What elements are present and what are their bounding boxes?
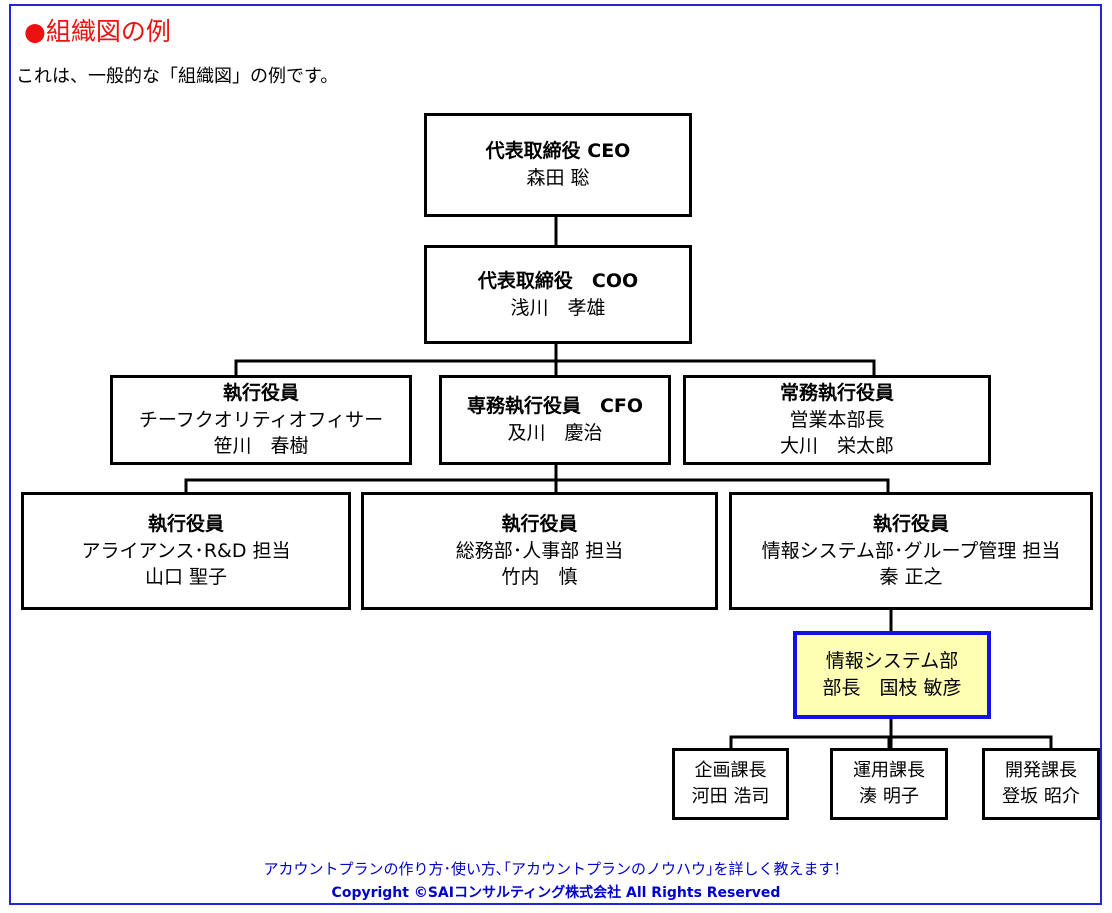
node-exec-sales: 常務執行役員 営業本部長 大川 栄太郎	[683, 375, 991, 465]
node-development-role: 開発課長	[1005, 760, 1077, 782]
node-ceo-title: 代表取締役 CEO	[485, 140, 631, 163]
node-exec-hr-name: 竹内 慎	[501, 566, 578, 589]
node-exec-hr-title: 執行役員	[501, 512, 578, 535]
node-exec-hr-role: 総務部･人事部 担当	[455, 539, 624, 562]
node-exec-cfo: 専務執行役員 CFO 及川 慶治	[439, 375, 671, 465]
node-exec-cfo-title: 専務執行役員 CFO	[466, 395, 644, 418]
intro-text: これは、一般的な「組織図」の例です。	[16, 66, 339, 87]
node-ceo: 代表取締役 CEO 森田 聡	[424, 113, 692, 217]
node-exec-sales-role: 営業本部長	[789, 408, 885, 431]
node-is-dept-name: 部長 国枝 敏彦	[822, 677, 962, 699]
node-exec-is: 執行役員 情報システム部･グループ管理 担当 秦 正之	[729, 492, 1093, 610]
node-exec-quality-title: 執行役員	[222, 381, 299, 404]
node-exec-hr: 執行役員 総務部･人事部 担当 竹内 慎	[361, 492, 718, 610]
node-ceo-name: 森田 聡	[526, 167, 590, 189]
node-exec-rd: 執行役員 アライアンス･R&D 担当 山口 聖子	[21, 492, 351, 610]
node-exec-is-name: 秦 正之	[879, 566, 943, 589]
node-exec-cfo-name: 及川 慶治	[507, 422, 603, 444]
node-exec-rd-title: 執行役員	[147, 512, 224, 535]
node-development: 開発課長 登坂 昭介	[982, 748, 1100, 820]
node-coo-name: 浅川 孝雄	[510, 296, 606, 319]
node-exec-is-title: 執行役員	[872, 512, 949, 535]
page-frame	[9, 4, 1102, 905]
node-exec-quality-name: 笹川 春樹	[213, 435, 309, 458]
node-is-dept: 情報システム部 部長 国枝 敏彦	[793, 631, 991, 719]
node-exec-quality: 執行役員 チーフクオリティオフィサー 笹川 春樹	[110, 375, 412, 465]
node-planning: 企画課長 河田 浩司	[672, 748, 789, 820]
node-exec-sales-title: 常務執行役員	[779, 381, 894, 404]
node-is-dept-role: 情報システム部	[825, 650, 959, 673]
node-coo-title: 代表取締役 COO	[477, 269, 639, 292]
node-exec-sales-name: 大川 栄太郎	[779, 435, 894, 458]
node-coo: 代表取締役 COO 浅川 孝雄	[424, 245, 692, 344]
node-exec-quality-role: チーフクオリティオフィサー	[138, 408, 384, 431]
node-operations: 運用課長 湊 明子	[830, 748, 948, 820]
node-operations-role: 運用課長	[853, 760, 925, 782]
footer-tagline: アカウントプランの作り方･使い方､｢アカウントプランのノウハウ｣を詳しく教えます…	[263, 860, 849, 878]
node-exec-rd-name: 山口 聖子	[144, 566, 228, 589]
node-exec-is-role: 情報システム部･グループ管理 担当	[761, 539, 1061, 562]
node-development-name: 登坂 昭介	[1002, 786, 1080, 807]
footer-copyright: Copyright ©SAIコンサルティング株式会社 All Rights Re…	[331, 885, 781, 901]
node-exec-rd-role: アライアンス･R&D 担当	[81, 539, 291, 562]
node-planning-name: 河田 浩司	[691, 786, 770, 807]
node-planning-role: 企画課長	[694, 760, 767, 782]
page-title: ●組織図の例	[24, 17, 171, 46]
node-operations-name: 湊 明子	[859, 786, 919, 807]
